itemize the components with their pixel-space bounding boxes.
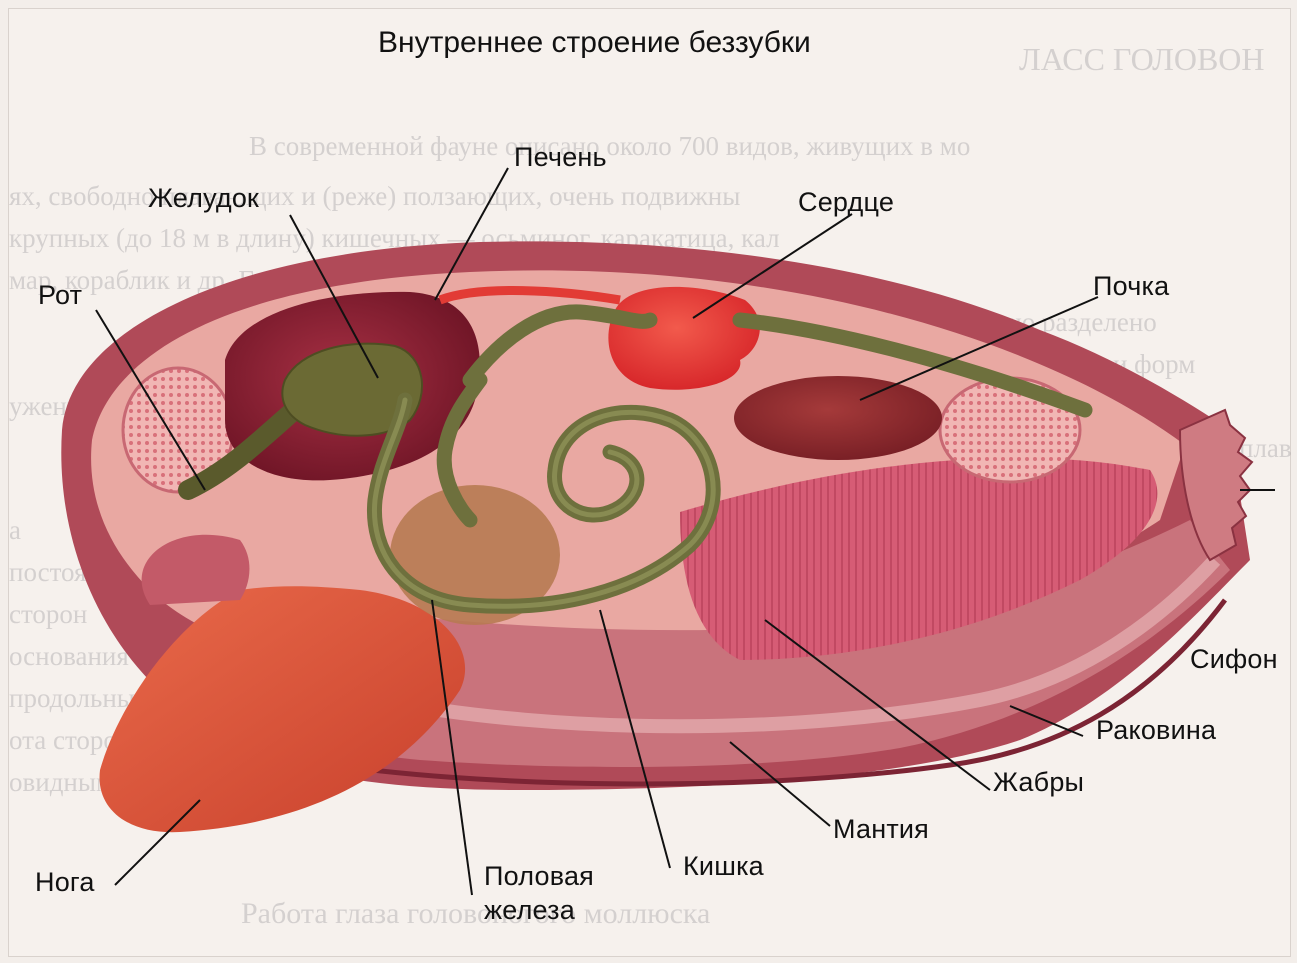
label-gonad-line1: Половая	[484, 862, 594, 890]
label-siphon: Сифон	[1190, 645, 1278, 673]
kidney	[734, 376, 942, 460]
diagram-title: Внутреннее строение беззубки	[378, 26, 811, 60]
label-gills: Жабры	[993, 768, 1084, 796]
label-mouth: Рот	[38, 281, 82, 309]
label-heart: Сердце	[798, 188, 894, 216]
label-stomach: Желудок	[148, 184, 259, 212]
label-shell: Раковина	[1096, 716, 1216, 744]
label-foot: Нога	[35, 868, 95, 896]
label-intestine: Кишка	[683, 852, 764, 880]
label-mantle: Мантия	[833, 815, 929, 843]
label-gonad-line2: железа	[484, 896, 575, 924]
label-kidney: Почка	[1093, 272, 1169, 300]
label-liver: Печень	[514, 143, 607, 171]
